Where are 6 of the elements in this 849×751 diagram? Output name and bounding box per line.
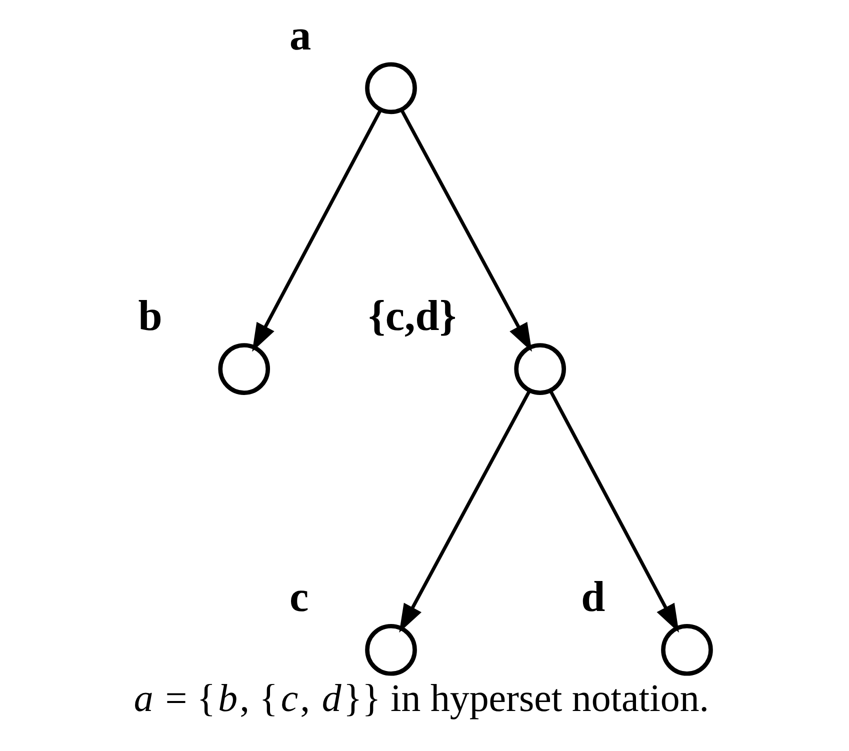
node-label: {c,d}: [368, 293, 456, 340]
node-label: b: [138, 293, 162, 340]
node-label: d: [581, 574, 606, 621]
node-label: c: [289, 574, 309, 621]
node-label: a: [289, 12, 312, 60]
caption: a = {b, {c, d}} in hyperset notation.: [134, 677, 710, 720]
